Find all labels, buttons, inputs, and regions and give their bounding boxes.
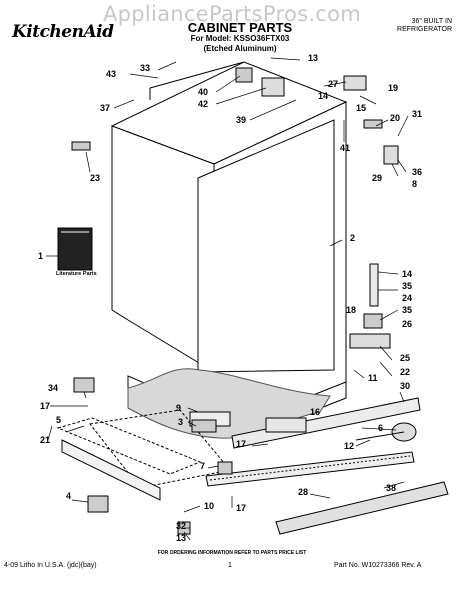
bracket-23	[71, 141, 91, 151]
callout-21: 21	[40, 435, 51, 445]
callout-29: 29	[372, 173, 383, 183]
callout-18: 18	[346, 305, 357, 315]
callout-19: 19	[388, 83, 399, 93]
model-info: For Model: KSSO36FTX03 (Etched Aluminum)	[150, 34, 330, 54]
callout-22: 22	[400, 367, 411, 377]
callout-23: 23	[90, 173, 101, 183]
callout-11: 11	[368, 373, 378, 383]
callout-2: 2	[350, 233, 356, 243]
brand-logo: KitchenAid	[12, 22, 114, 42]
callout-35-a: 35	[402, 281, 413, 291]
spring-20	[363, 119, 383, 129]
callout-40: 40	[198, 87, 209, 97]
litho-info: 4-09 Litho In U.S.A. (jdc)(bay)	[4, 562, 97, 569]
callout-14-right: 14	[402, 269, 413, 279]
callout-14-top: 14	[318, 91, 329, 101]
callout-5: 5	[56, 415, 62, 425]
page-number: 1	[228, 562, 232, 569]
base-roller-bar	[231, 397, 421, 449]
callout-17-left: 17	[40, 401, 51, 411]
callout-6: 6	[378, 423, 384, 433]
bracket-42	[261, 77, 285, 97]
callout-20: 20	[390, 113, 401, 123]
kick-plate	[275, 481, 449, 535]
hinge-lower	[349, 333, 391, 349]
callout-10: 10	[204, 501, 215, 511]
ordering-note: FOR ORDERING INFORMATION REFER TO PARTS …	[157, 550, 307, 556]
watermark: AppliancePartsPros.com	[102, 2, 362, 26]
page-title: CABINET PARTS	[187, 20, 293, 35]
toe-grille	[205, 451, 415, 487]
callout-8: 8	[412, 179, 418, 189]
callout-16: 16	[310, 407, 321, 417]
callout-17-bottom: 17	[236, 503, 247, 513]
callout-4: 4	[66, 491, 72, 501]
callout-12: 12	[344, 441, 355, 451]
model-line: For Model: KSSO36FTX03	[190, 34, 290, 43]
bracket-40	[235, 67, 253, 83]
callout-13: 13	[308, 53, 319, 63]
cabinet-left-side	[111, 125, 215, 373]
callout-41: 41	[340, 143, 351, 153]
bracket-34	[73, 377, 95, 393]
callout-15: 15	[356, 103, 367, 113]
callout-31: 31	[412, 109, 423, 119]
callout-33: 33	[140, 63, 151, 73]
bottom-rail-left	[61, 439, 161, 501]
callout-26: 26	[402, 319, 413, 329]
cam-18	[363, 313, 383, 329]
callout-13-bottom: 13	[176, 533, 187, 543]
product-type-line1: 36" BUILT IN	[411, 18, 452, 25]
product-type: 36" BUILT IN REFRIGERATOR	[352, 18, 452, 34]
callout-24: 24	[402, 293, 413, 303]
plate-3	[191, 419, 217, 433]
clip-7	[217, 461, 233, 475]
callout-35-b: 35	[402, 305, 413, 315]
bracket-16	[265, 417, 307, 433]
screw-stack-14	[369, 263, 379, 307]
part-number: Part No. W10273366 Rev. A	[334, 562, 422, 569]
callout-3: 3	[178, 417, 184, 427]
bracket-29	[383, 145, 399, 165]
callout-37: 37	[100, 103, 111, 113]
callout-28: 28	[298, 487, 309, 497]
callout-7: 7	[200, 461, 206, 471]
callout-34: 34	[48, 383, 59, 393]
callout-17-center: 17	[236, 439, 247, 449]
literature-parts-icon	[57, 227, 93, 271]
foot-4	[87, 495, 109, 513]
callout-32: 32	[176, 521, 187, 531]
callout-43: 43	[106, 69, 117, 79]
callout-30: 30	[400, 381, 411, 391]
callout-27: 27	[328, 79, 339, 89]
callout-25: 25	[400, 353, 411, 363]
product-type-line2: REFRIGERATOR	[397, 26, 452, 33]
callout-38: 38	[386, 483, 397, 493]
hinge-15	[343, 75, 367, 91]
callout-42: 42	[198, 99, 209, 109]
callout-36: 36	[412, 167, 423, 177]
literature-parts-label: Literature Parts	[56, 271, 97, 277]
finish-line: (Etched Aluminum)	[203, 44, 277, 53]
callout-1: 1	[38, 251, 44, 261]
callout-39: 39	[236, 115, 247, 125]
callout-9: 9	[176, 403, 182, 413]
